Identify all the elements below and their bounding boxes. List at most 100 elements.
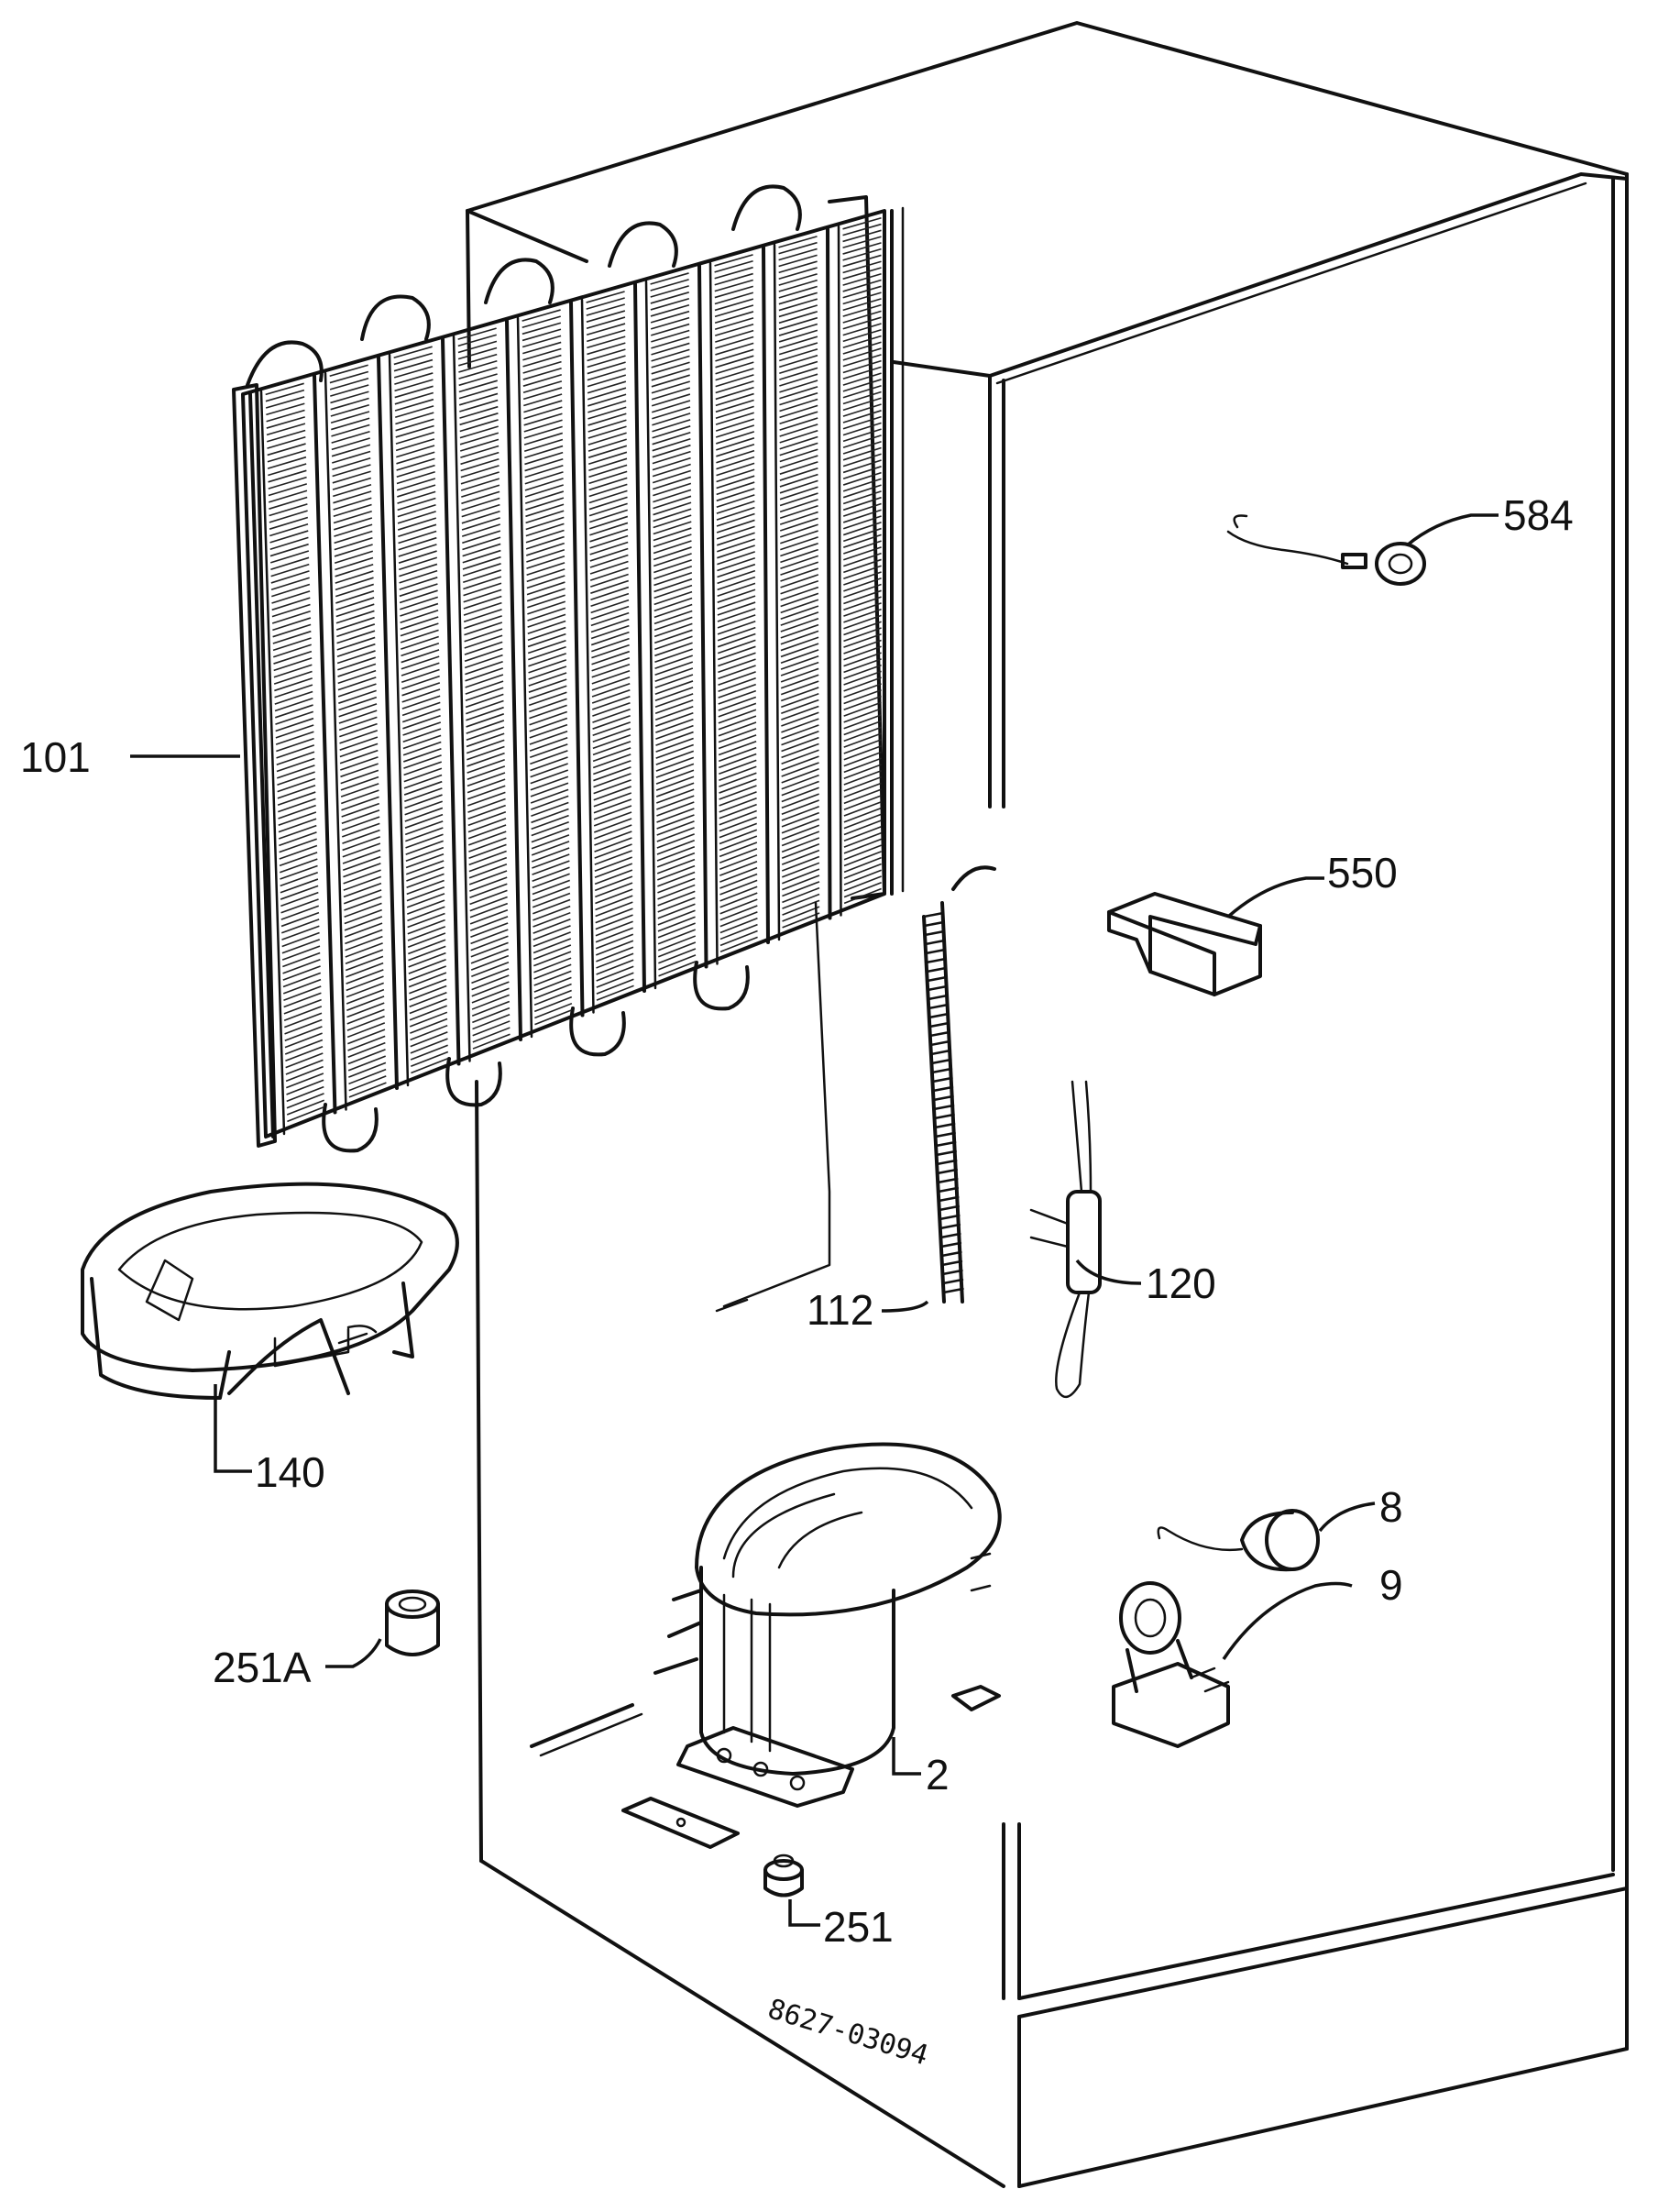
condenser-fin: [592, 721, 631, 736]
condenser-fin: [719, 898, 758, 915]
condenser-fin: [528, 653, 566, 667]
condenser-fin: [842, 509, 882, 523]
condenser-fin: [393, 365, 434, 379]
condenser-fin: [332, 456, 371, 471]
condenser-fin: [286, 1079, 324, 1095]
condenser-fin: [396, 464, 435, 478]
condenser-fin: [781, 768, 819, 784]
condenser-fin: [843, 875, 882, 892]
condenser-fin: [346, 1022, 386, 1039]
condenser-fin: [781, 731, 819, 746]
condenser-fin: [530, 776, 569, 791]
condenser-fin: [342, 842, 381, 858]
condenser-fin: [532, 873, 570, 889]
condenser-fin: [470, 922, 509, 938]
condenser-fin: [779, 429, 818, 444]
hose-ring: [927, 994, 949, 1001]
condenser-fin: [842, 496, 882, 512]
condenser-fin: [718, 721, 757, 737]
condenser-fin: [280, 878, 319, 894]
condenser-fin: [460, 465, 500, 478]
hose-ring: [925, 966, 948, 974]
condenser-fin: [717, 614, 756, 629]
condenser-fin: [340, 756, 379, 771]
condenser-fin: [842, 453, 882, 468]
condenser-fin: [654, 661, 694, 676]
condenser-fin: [718, 696, 757, 711]
condenser-fin: [526, 542, 565, 556]
condenser-fin: [843, 695, 882, 711]
condenser-fin: [277, 785, 316, 799]
condenser-fin: [273, 657, 313, 672]
condenser-fin: [286, 1099, 325, 1116]
condenser-fin: [523, 438, 564, 453]
condenser-fin: [409, 991, 447, 1007]
condenser-fin: [531, 801, 569, 817]
condenser-fin: [271, 583, 311, 598]
condenser-fin: [407, 918, 445, 935]
condenser-fin: [656, 788, 695, 804]
condenser-fin: [402, 741, 442, 756]
condenser-fin: [531, 808, 569, 824]
condenser-fin: [780, 536, 818, 551]
condenser-fin: [530, 788, 569, 804]
condenser-fin: [471, 962, 510, 977]
condenser-fin: [842, 267, 882, 280]
condenser-fin: [399, 589, 438, 604]
condenser-fin: [591, 644, 630, 659]
condenser-fin: [780, 680, 819, 696]
condenser-fin: [472, 1006, 511, 1024]
condenser-fin: [405, 846, 445, 863]
condenser-fin: [779, 398, 818, 412]
condenser-fin: [275, 717, 314, 732]
condenser-fin: [843, 851, 882, 867]
condenser-fin: [398, 536, 437, 551]
condenser-fin: [843, 683, 882, 698]
condenser-fin: [280, 911, 320, 928]
condenser-fin: [594, 869, 633, 886]
condenser-fin: [586, 310, 626, 323]
condenser-fin: [531, 814, 569, 830]
condenser-fin: [719, 803, 757, 820]
condenser-fin: [653, 501, 692, 516]
condenser-fin: [715, 412, 754, 425]
condenser-fin: [268, 490, 308, 503]
condenser-fin: [719, 785, 757, 800]
condenser-fin: [278, 818, 317, 833]
hose-ring: [935, 1150, 957, 1157]
condenser-fin: [522, 360, 562, 374]
condenser-fin: [469, 896, 508, 912]
condenser-fin: [268, 476, 307, 490]
condenser-fin: [843, 670, 882, 686]
condenser-fin: [842, 422, 882, 436]
condenser-fin: [716, 506, 755, 521]
condenser-fin: [714, 298, 754, 312]
condenser-fin: [843, 621, 882, 636]
condenser-fin: [523, 406, 563, 420]
condenser-fin: [399, 583, 438, 598]
condenser-fin: [650, 292, 689, 304]
condenser-fin: [462, 530, 501, 544]
condenser-fin: [462, 536, 501, 551]
condenser-fin: [716, 437, 755, 451]
condenser-fin: [843, 869, 882, 886]
condenser-fin: [715, 392, 754, 407]
hose-ring: [941, 1269, 963, 1276]
condenser-fin: [472, 1014, 511, 1030]
condenser-fin: [658, 961, 697, 977]
condenser-fin: [527, 594, 565, 609]
condenser-fin: [587, 368, 626, 381]
condenser-tube: [452, 335, 471, 1062]
condenser-fin: [335, 603, 375, 618]
condenser-fin: [533, 983, 572, 999]
condenser-fin: [588, 502, 628, 517]
condenser-fin: [719, 866, 758, 883]
condenser-fin: [592, 754, 631, 769]
condenser-fin: [331, 424, 370, 437]
condenser-fin: [657, 871, 696, 887]
hose-ring: [928, 1012, 950, 1019]
condenser-fin: [778, 329, 818, 343]
condenser-fin: [524, 490, 565, 504]
condenser-fin: [592, 709, 631, 723]
condenser-fin: [271, 590, 311, 604]
